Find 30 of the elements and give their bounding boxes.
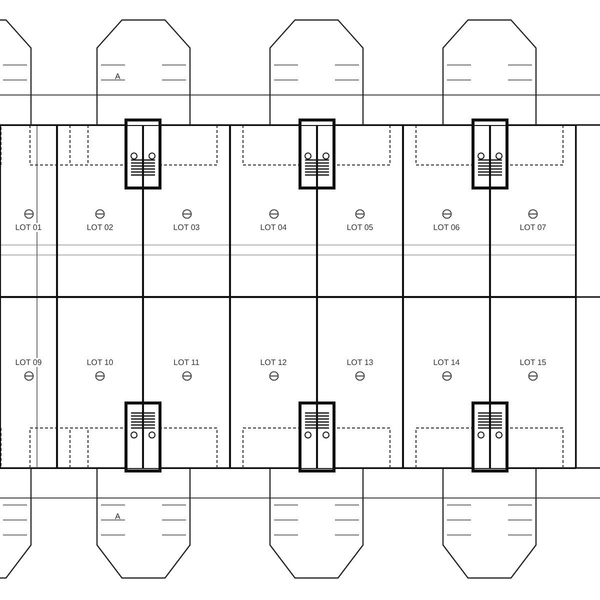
lot-label: LOT 14: [432, 358, 461, 367]
lot-outline: [0, 297, 57, 469]
lot-label: LOT 09: [14, 358, 43, 367]
lot-label: LOT 06: [432, 223, 461, 232]
section-mark: A: [115, 72, 120, 81]
lot-outline: [230, 297, 317, 469]
lot-label: LOT 10: [86, 358, 114, 367]
lot-label: LOT 03: [172, 223, 201, 232]
lot-outline: [57, 125, 143, 297]
lot-outline: [490, 297, 576, 469]
lot-label: LOT 01: [14, 223, 43, 232]
lot-label: LOT 07: [518, 223, 548, 232]
lot-outline: [490, 125, 576, 297]
lot-outline: [57, 297, 143, 469]
lot-label: LOT 05: [346, 223, 374, 232]
lot-outline: [143, 297, 230, 469]
lot-outline: [317, 297, 403, 469]
lot-outline: [143, 125, 230, 297]
section-mark: A: [115, 512, 120, 521]
lot-outline: [317, 125, 403, 297]
lot-label: LOT 15: [518, 358, 548, 367]
lot-outline: [230, 125, 317, 297]
lot-outline: [403, 297, 490, 469]
lot-label: LOT 13: [346, 358, 374, 367]
lot-label: LOT 11: [172, 358, 200, 367]
lot-outline: [0, 125, 57, 297]
lot-label: LOT 02: [86, 223, 114, 232]
lot-label: LOT 12: [259, 358, 288, 367]
lot-label: LOT 04: [259, 223, 288, 232]
lot-outline: [403, 125, 490, 297]
